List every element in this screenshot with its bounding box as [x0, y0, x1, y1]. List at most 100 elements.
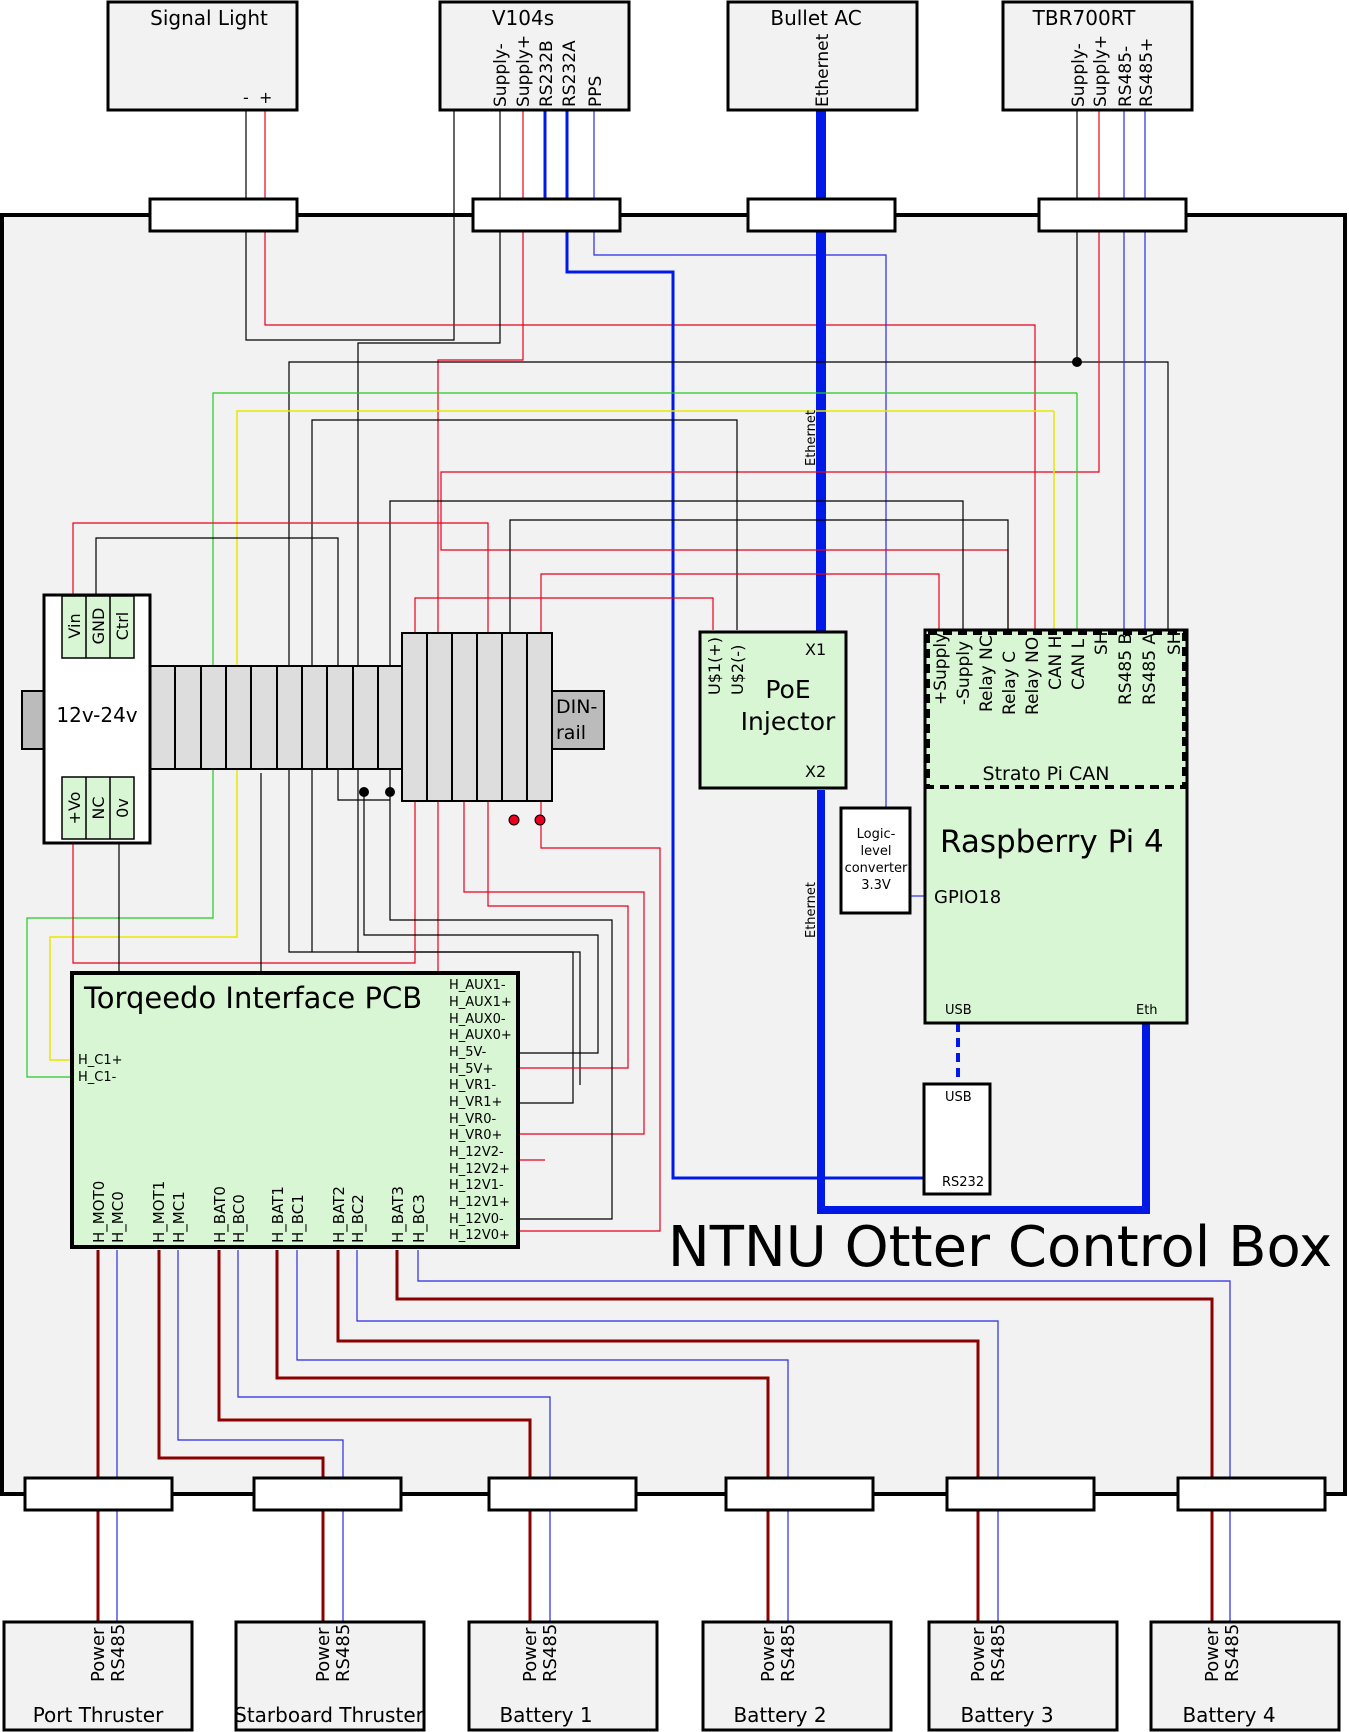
pcb-pin-h-vr0-minus: H_VR0- — [449, 1112, 496, 1127]
strato-pin-8: RS485 B — [1116, 633, 1136, 705]
psu-pin-vin: Vin — [65, 613, 84, 638]
pcb-pin-h-c1-minus: H_C1- — [78, 1070, 117, 1085]
raspberry-pi-4: Strato Pi CAN +Supply -Supply Relay NC R… — [923, 628, 1189, 1025]
battery-1-label: Battery 1 — [499, 1703, 592, 1727]
poe-pin-plus: U$1(+) — [705, 637, 724, 695]
battery-2-label: Battery 2 — [733, 1703, 826, 1727]
pcb-bottom-pins: H_MOT0 H_MC0 H_MOT1 H_MC1 H_BAT0 H_BC0 H… — [90, 1181, 429, 1243]
ethernet-label-lower: Ethernet — [804, 882, 819, 938]
pcb-pin-h-vr1-minus: H_VR1- — [449, 1078, 496, 1093]
din-rail-assembly: DIN- rail — [21, 632, 605, 802]
strato-pin-5: CAN H — [1046, 636, 1066, 690]
device-v104s: V104s Supply- Supply+ RS232B RS232A PPS — [438, 0, 631, 112]
pcb-pin-h-12v0-plus: H_12V0+ — [449, 1228, 510, 1243]
pcb-pin-h-bc3: H_BC3 — [410, 1194, 429, 1243]
starboard-thruster-pin-power: Power — [313, 1627, 334, 1682]
pcb-pin-h-aux0-minus: H_AUX0- — [449, 1012, 506, 1027]
device-battery-1: Power RS485 Battery 1 — [467, 1620, 659, 1732]
pcb-pin-h-bat3: H_BAT3 — [389, 1186, 408, 1243]
battery-4-label: Battery 4 — [1182, 1703, 1275, 1727]
v104s-label: V104s — [492, 6, 554, 30]
pcb-pin-h-12v0-minus: H_12V0- — [449, 1212, 504, 1227]
battery-2-pin-rs485: RS485 — [778, 1624, 799, 1682]
tbr700rt-label: TBR700RT — [1032, 6, 1136, 30]
pcb-pin-h-aux1-plus: H_AUX1+ — [449, 995, 512, 1010]
starboard-thruster-label: Starboard Thruster — [234, 1703, 424, 1727]
rpi-usb: USB — [945, 1003, 972, 1018]
pcb-pin-h-aux0-plus: H_AUX0+ — [449, 1028, 512, 1043]
psu-12v-24v: 12v-24v Vin GND Ctrl +Vo NC 0v — [42, 593, 152, 845]
strato-pin-6: CAN L — [1069, 638, 1089, 690]
device-bullet-ac: Bullet AC Ethernet — [726, 0, 919, 112]
battery-4-pin-power: Power — [1202, 1627, 1223, 1682]
usb-rs232-adapter: USB RS232 — [922, 1082, 992, 1196]
v104s-pin-supply-minus: Supply- — [491, 43, 511, 107]
pcb-pin-h-mc0: H_MC0 — [109, 1191, 128, 1243]
poe-x2: X2 — [805, 762, 826, 781]
battery-4-pin-rs485: RS485 — [1222, 1624, 1243, 1682]
din-rail-label-2: rail — [556, 722, 586, 744]
poe-x1: X1 — [805, 640, 826, 659]
pcb-pin-h-bat1: H_BAT1 — [269, 1186, 288, 1243]
tbr700rt-pin-supply-minus: Supply- — [1069, 43, 1089, 107]
pcb-pin-h-5v-minus: H_5V- — [449, 1045, 487, 1060]
poe-title-2: Injector — [741, 707, 836, 736]
v104s-pin-supply-plus: Supply+ — [514, 35, 534, 107]
device-starboard-thruster: Power RS485 Starboard Thruster — [234, 1620, 426, 1732]
pcb-pin-h-5v-plus: H_5V+ — [449, 1062, 493, 1077]
device-tbr700rt: TBR700RT Supply- Supply+ RS485- RS485+ — [1001, 0, 1194, 112]
tbr700rt-pin-supply-plus: Supply+ — [1091, 35, 1111, 107]
strato-pin-4: Relay NO — [1023, 637, 1043, 715]
pcb-pin-h-bat0: H_BAT0 — [211, 1186, 230, 1243]
poe-pin-minus: U$2(-) — [728, 645, 747, 695]
bullet-ac-label: Bullet AC — [770, 6, 861, 30]
strato-pin-1: -Supply — [954, 641, 974, 705]
tbr700rt-pin-rs485-plus: RS485+ — [1137, 38, 1157, 107]
adapter-usb: USB — [945, 1090, 972, 1105]
llc-line-4: 3.3V — [861, 878, 891, 893]
llc-line-1: Logic- — [857, 827, 896, 842]
ethernet-label-upper: Ethernet — [804, 410, 819, 466]
v104s-pin-rs232a: RS232A — [560, 40, 580, 107]
pcb-pin-h-mc1: H_MC1 — [170, 1191, 189, 1243]
strato-pin-7: SH — [1092, 631, 1112, 655]
psu-label: 12v-24v — [56, 703, 137, 727]
pcb-pin-h-bc2: H_BC2 — [349, 1194, 368, 1243]
strato-label: Strato Pi CAN — [983, 763, 1110, 785]
pcb-pin-h-12v1-plus: H_12V1+ — [449, 1195, 510, 1210]
battery-3-label: Battery 3 — [960, 1703, 1053, 1727]
top-connectors — [148, 197, 1188, 233]
pcb-pin-h-12v2-plus: H_12V2+ — [449, 1162, 510, 1177]
rpi-label: Raspberry Pi 4 — [940, 824, 1164, 860]
rpi-eth: Eth — [1136, 1003, 1158, 1018]
pcb-pin-h-mot1: H_MOT1 — [150, 1181, 169, 1243]
strato-pin-2: Relay NC — [977, 635, 997, 712]
starboard-thruster-pin-rs485: RS485 — [333, 1624, 354, 1682]
pcb-pin-h-bc1: H_BC1 — [289, 1194, 308, 1243]
pcb-label: Torqeedo Interface PCB — [83, 981, 422, 1015]
diagram-title: NTNU Otter Control Box — [668, 1215, 1332, 1280]
bottom-connectors — [23, 1476, 1327, 1512]
pcb-pin-h-mot0: H_MOT0 — [90, 1181, 109, 1243]
strato-pin-3: Relay C — [1000, 651, 1020, 715]
signal-light-pin-minus: - — [243, 88, 249, 107]
strato-pin-10: SH — [1165, 631, 1185, 655]
v104s-pin-rs232b: RS232B — [537, 40, 557, 107]
battery-2-pin-power: Power — [758, 1627, 779, 1682]
pcb-pin-h-12v1-minus: H_12V1- — [449, 1178, 504, 1193]
torqeedo-interface-pcb: Torqeedo Interface PCB H_AUX1- H_AUX1+ H… — [70, 971, 520, 1249]
logic-level-converter: Logic- level converter 3.3V — [839, 806, 912, 915]
port-thruster-pin-power: Power — [88, 1627, 109, 1682]
port-thruster-label: Port Thruster — [33, 1703, 164, 1727]
device-battery-4: Power RS485 Battery 4 — [1149, 1620, 1341, 1732]
pcb-pin-h-aux1-minus: H_AUX1- — [449, 978, 506, 993]
poe-injector: U$1(+) U$2(-) X1 X2 PoE Injector — [698, 630, 848, 790]
pcb-pin-h-12v2-minus: H_12V2- — [449, 1145, 504, 1160]
battery-1-pin-power: Power — [520, 1627, 541, 1682]
din-rail-label-1: DIN- — [556, 696, 597, 718]
psu-pin-nc: NC — [89, 796, 108, 819]
signal-light-label: Signal Light — [150, 6, 268, 30]
poe-title-1: PoE — [765, 675, 810, 704]
battery-3-pin-rs485: RS485 — [988, 1624, 1009, 1682]
